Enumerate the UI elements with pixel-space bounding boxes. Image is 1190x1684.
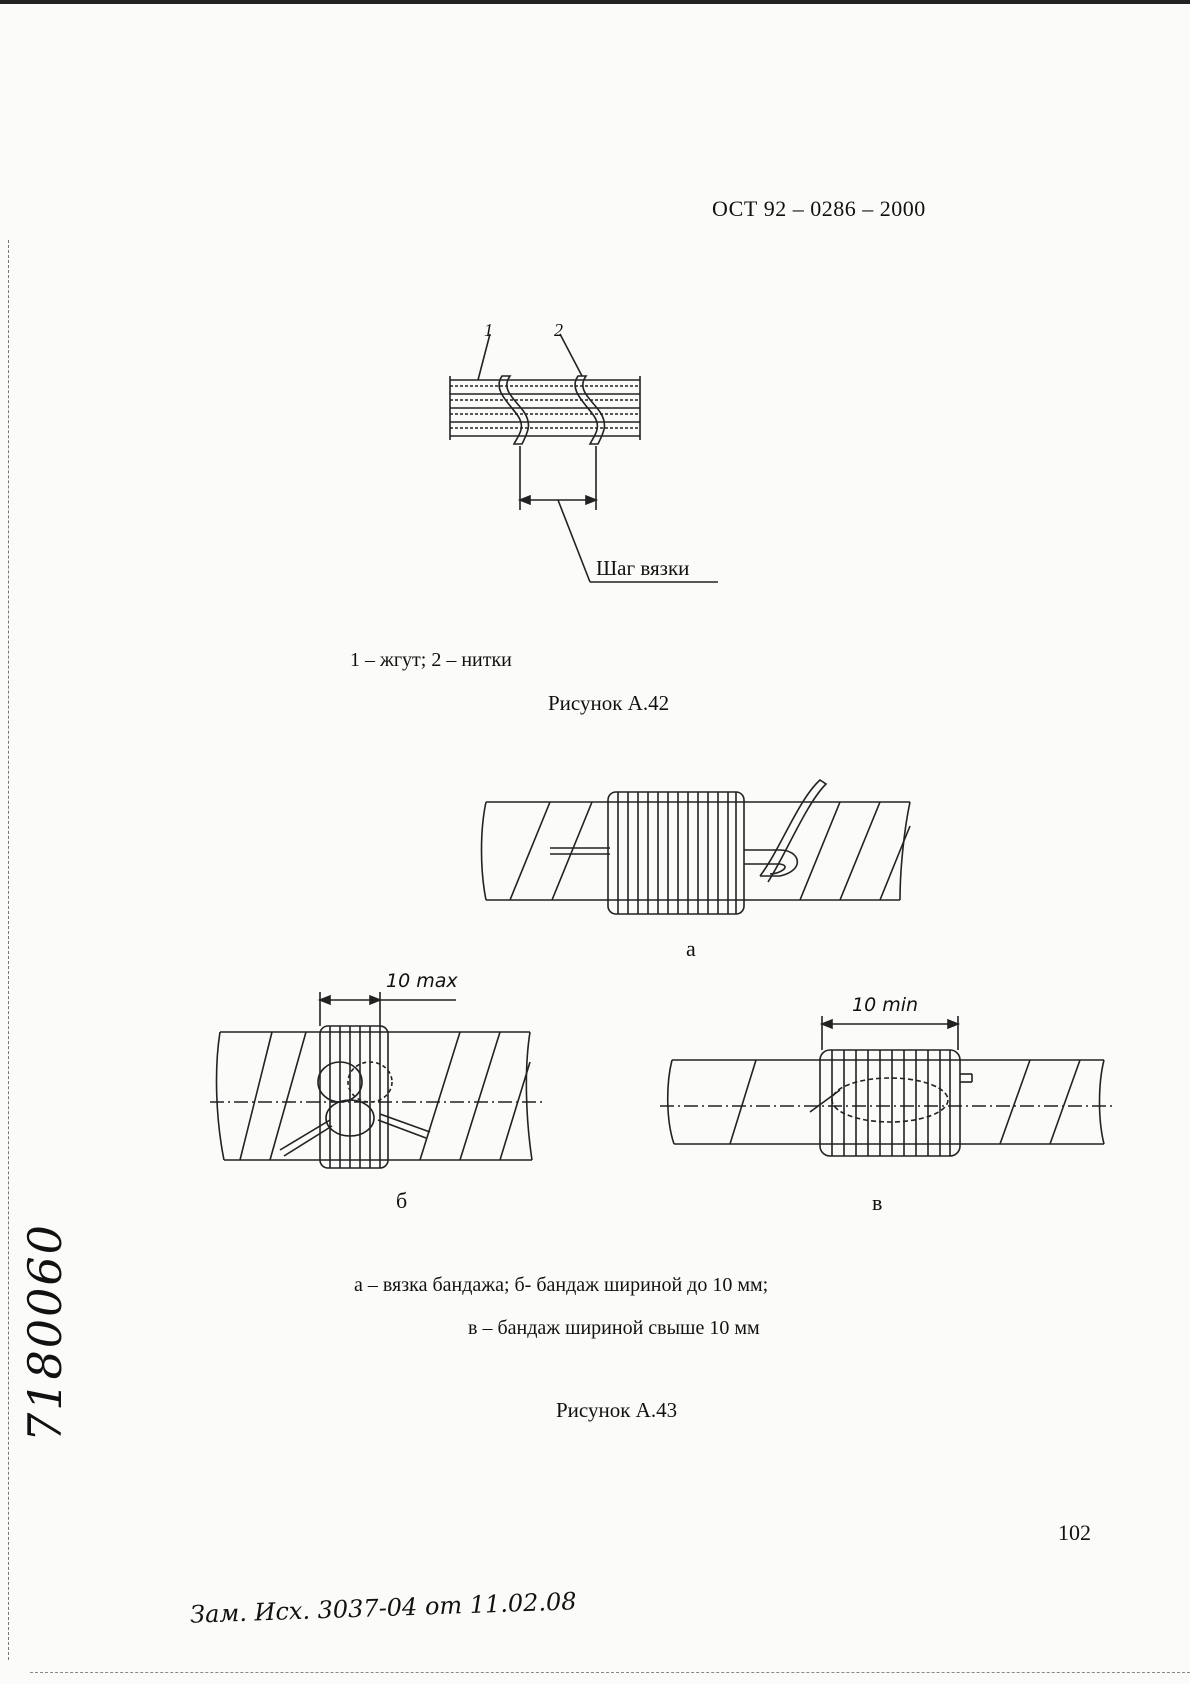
inventory-number: 7180060 bbox=[18, 1223, 72, 1442]
document-code: ОСТ 92 – 0286 – 2000 bbox=[712, 196, 926, 222]
figure-a43-legend-line2: в – бандаж шириной свыше 10 мм bbox=[468, 1317, 760, 1340]
figure-a43-caption: Рисунок А.43 bbox=[556, 1398, 677, 1423]
scan-left-edge bbox=[8, 240, 10, 1660]
figure-a43-sublabel-b: б bbox=[396, 1188, 407, 1214]
figure-a43-sublabel-a: а bbox=[686, 936, 696, 962]
figure-a43a-drawing bbox=[480, 770, 920, 930]
dimension-label-step: Шаг вязки bbox=[596, 556, 689, 581]
callout-2: 2 bbox=[554, 320, 563, 341]
scan-bottom-edge bbox=[30, 1672, 1190, 1674]
change-note-handwritten: Зам. Исх. 3037-04 от 11.02.08 bbox=[190, 1587, 577, 1628]
figure-a43-legend-line1: а – вязка бандажа; б- бандаж шириной до … bbox=[354, 1274, 768, 1297]
figure-a43b-drawing bbox=[210, 970, 550, 1180]
figure-a43v-drawing bbox=[660, 990, 1120, 1170]
figure-a43-sublabel-v: в bbox=[872, 1190, 882, 1216]
figure-a42-drawing bbox=[440, 320, 740, 590]
dimension-label-10-max: 10 max bbox=[386, 970, 458, 992]
figure-a42-legend: 1 – жгут; 2 – нитки bbox=[350, 649, 512, 672]
scan-top-edge bbox=[0, 0, 1190, 4]
figure-a42-caption: Рисунок А.42 bbox=[548, 691, 669, 716]
dimension-label-10-min: 10 min bbox=[852, 994, 918, 1016]
page-number: 102 bbox=[1058, 1520, 1091, 1546]
callout-1: 1 bbox=[484, 320, 493, 341]
